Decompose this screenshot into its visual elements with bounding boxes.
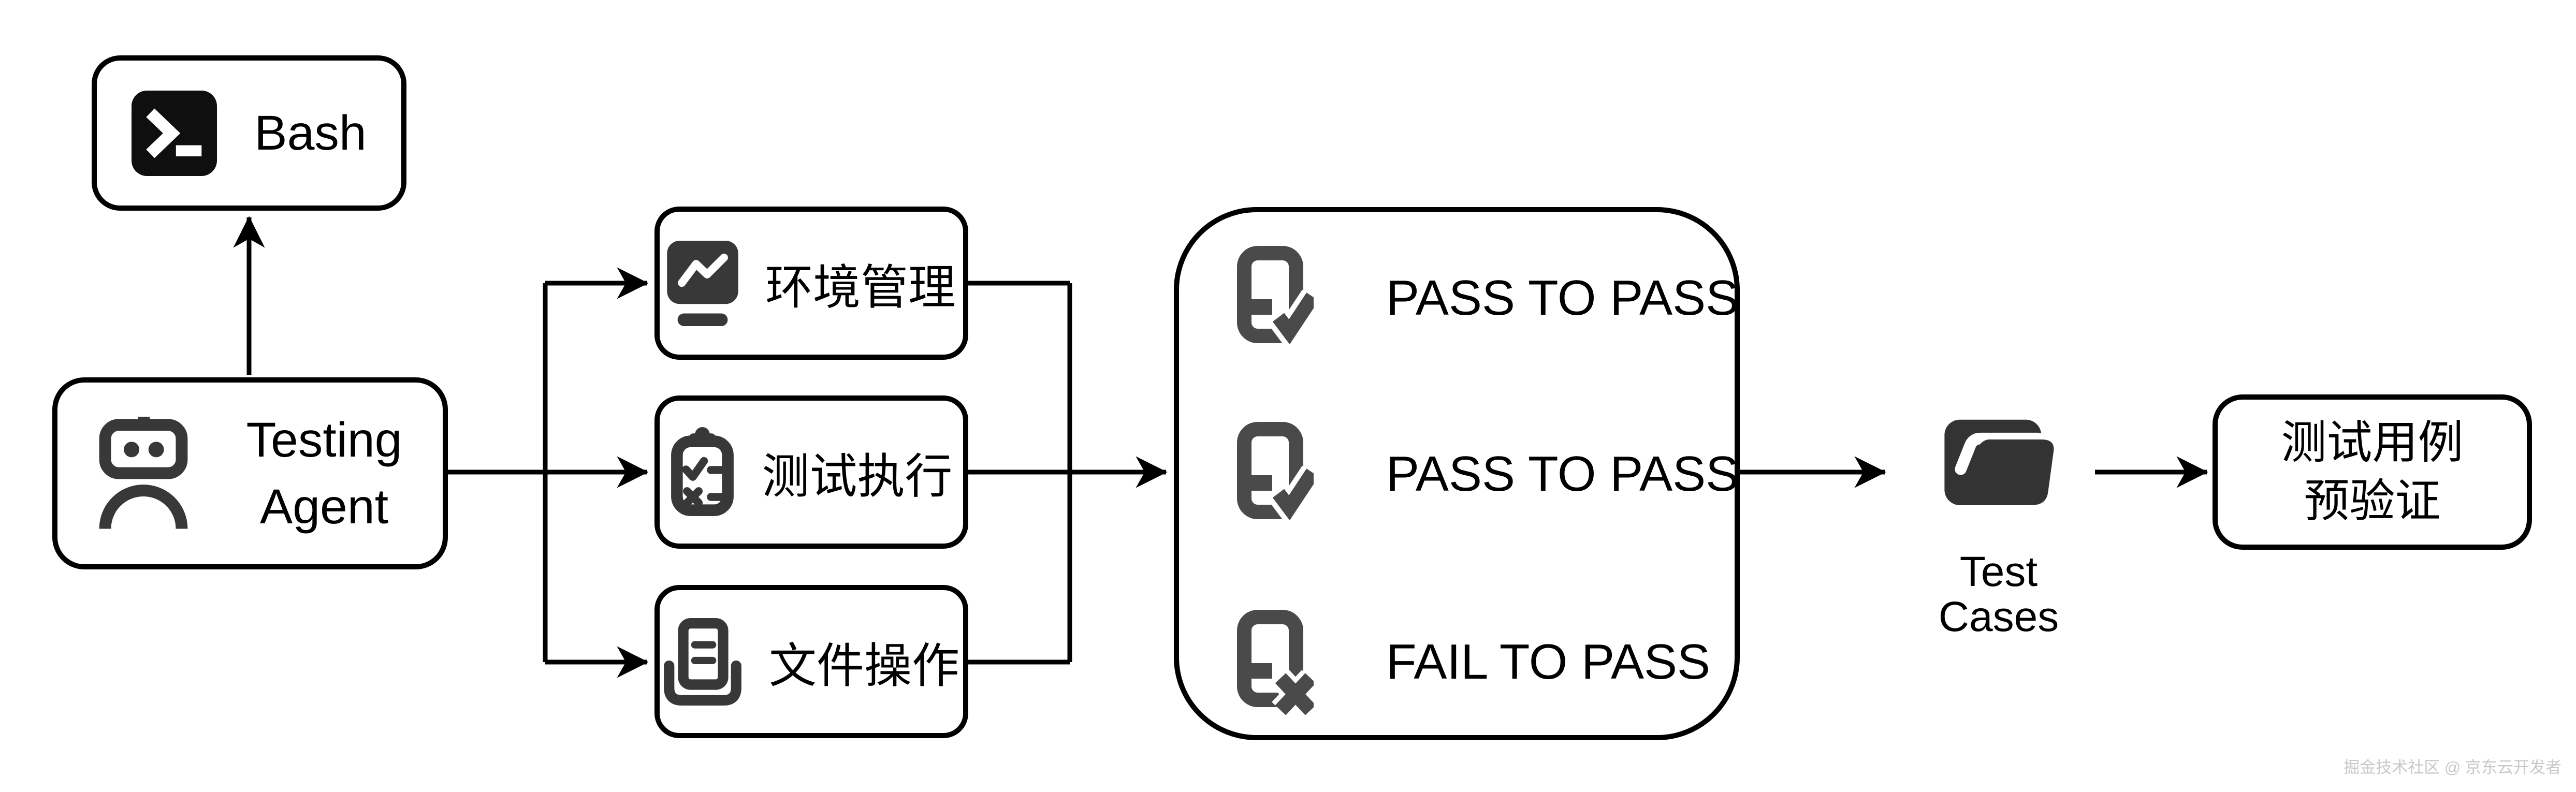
result-label: FAIL TO PASS — [1386, 634, 1711, 690]
document-tray-icon — [664, 618, 741, 706]
testing-agent-label: Testing Agent — [246, 413, 402, 534]
tool-node-file-operations: 文件操作 — [654, 585, 968, 738]
folder-icon — [1944, 419, 2054, 505]
clipboard-checklist-icon — [671, 427, 734, 516]
result-row-pass-to-pass-1: PASS TO PASS — [1236, 245, 1739, 351]
watermark-text: 掘金技术社区 @ 京东云开发者 — [2344, 758, 2562, 776]
chart-board-icon — [667, 240, 738, 326]
bash-label: Bash — [254, 105, 367, 160]
bash-node: Bash — [92, 55, 406, 211]
validation-label: 测试用例 预验证 — [2281, 417, 2464, 526]
result-row-pass-to-pass-2: PASS TO PASS — [1236, 421, 1739, 527]
testing-agent-node: Testing Agent — [52, 377, 448, 569]
result-label: PASS TO PASS — [1386, 270, 1739, 326]
result-row-fail-to-pass: FAIL TO PASS — [1236, 609, 1710, 715]
robot-icon — [99, 416, 188, 529]
tool-label: 测试执行 — [762, 450, 953, 503]
tool-node-test-execution: 测试执行 — [654, 395, 968, 549]
test-cases-node — [1935, 412, 2066, 515]
tool-node-env-management: 环境管理 — [654, 207, 968, 360]
document-check-icon — [1237, 246, 1314, 351]
test-cases-label: Test Cases — [1938, 548, 2059, 640]
result-label: PASS TO PASS — [1386, 446, 1739, 502]
tool-label: 环境管理 — [765, 261, 956, 314]
terminal-icon — [132, 90, 217, 176]
tool-label: 文件操作 — [768, 639, 959, 693]
document-x-icon — [1237, 610, 1314, 715]
results-node — [1174, 207, 1740, 740]
validation-node: 测试用例 预验证 — [2213, 394, 2532, 550]
document-check-icon — [1237, 422, 1314, 527]
